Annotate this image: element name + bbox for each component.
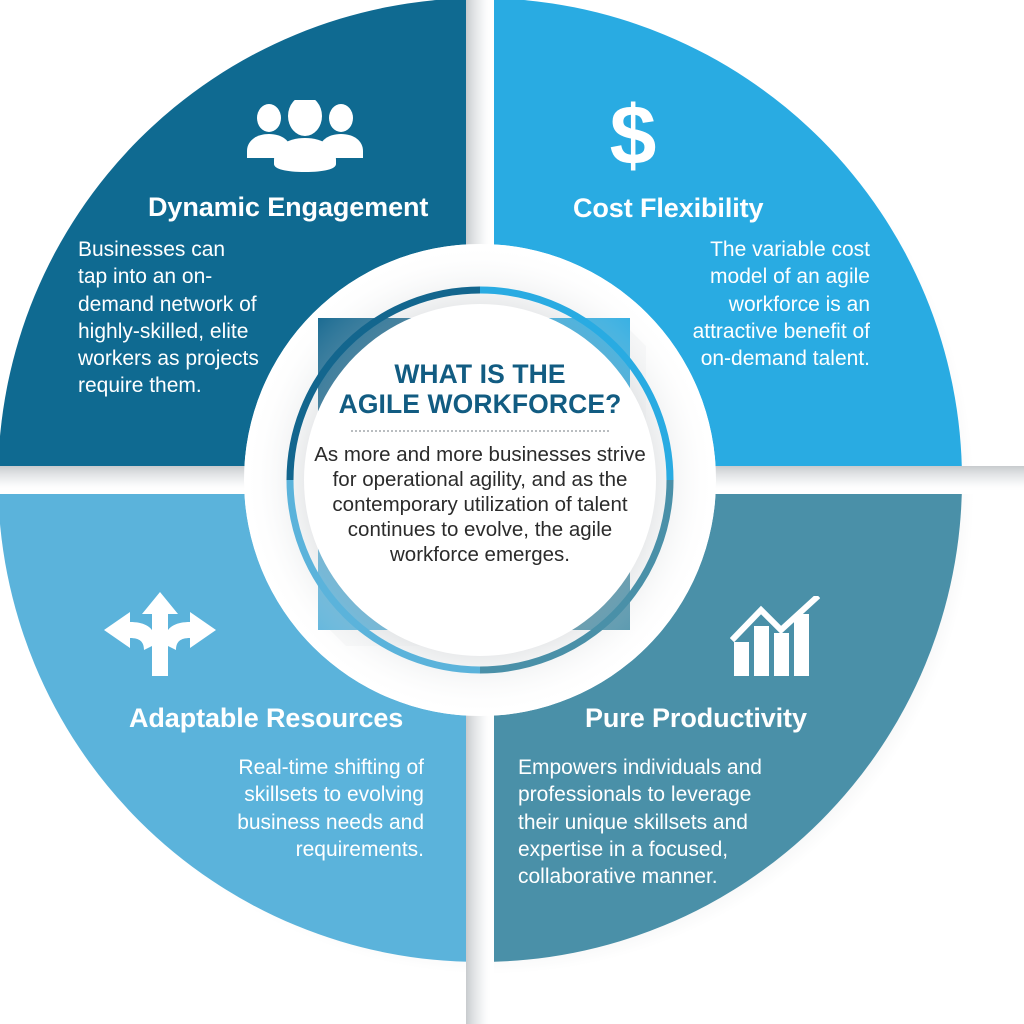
center-ring-arc-tr <box>479 286 674 481</box>
quadrant-body: Empowers individuals and professionals t… <box>518 756 762 889</box>
center-ring-arc-br <box>479 479 674 674</box>
center-ring-arc-bl <box>286 479 481 674</box>
dollar-sign-icon: $ <box>596 94 670 178</box>
bar-chart-growth-icon <box>730 596 820 676</box>
quadrant-title: Cost Flexibility <box>573 193 764 223</box>
people-group-icon <box>244 100 366 172</box>
quadrant-body: The variable cost model of an agile work… <box>692 238 870 371</box>
quadrant-title: Pure Productivity <box>585 703 807 733</box>
quadrant-body: Businesses can tap into an on-demand net… <box>78 238 259 398</box>
quadrant-body: Real-time shifting of skillsets to evolv… <box>237 756 424 861</box>
svg-text:$: $ <box>610 94 657 178</box>
quadrant-title: Dynamic Engagement <box>148 192 429 222</box>
three-way-arrows-icon <box>104 592 216 676</box>
quadrant-title: Adaptable Resources <box>129 703 404 733</box>
center-disc <box>286 286 674 674</box>
center-ring-arc-tl <box>286 286 481 481</box>
